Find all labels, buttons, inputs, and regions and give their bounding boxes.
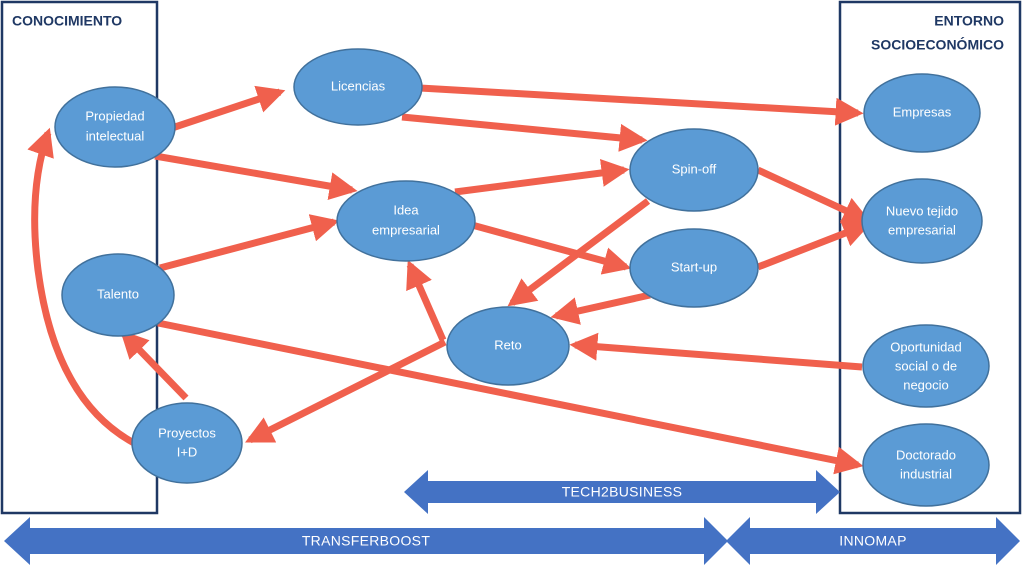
edge-proyectos-propiedad (27, 127, 136, 447)
tech2business-label: TECH2BUSINESS (562, 484, 683, 500)
label-startup: Start-up (671, 259, 717, 274)
edge-spinoff-reto (507, 198, 651, 307)
entorno-title-line2: SOCIOECONÓMICO (871, 36, 1004, 53)
tech2business-arrow (404, 470, 840, 514)
label-reto: Reto (494, 337, 521, 352)
transferboost-label: TRANSFERBOOST (302, 533, 431, 549)
edge-startup-nuevo (756, 220, 872, 271)
node-spin-off[interactable] (629, 128, 759, 212)
node-reto[interactable] (446, 306, 570, 386)
edge-idea-spinoff (454, 159, 630, 196)
edge-propiedad-licencias (170, 85, 286, 132)
label-oportunidad-3: negocio (903, 377, 949, 392)
label-empresas: Empresas (893, 104, 952, 119)
innomap-arrow (726, 517, 1020, 565)
edge-proyectos-talento (120, 329, 189, 401)
label-oportunidad-2: social o de (895, 358, 957, 373)
label-oportunidad-1: Oportunidad (890, 339, 962, 354)
node-oportunidad[interactable] (862, 324, 990, 408)
label-proyectos-1: Proyectos (158, 425, 216, 440)
label-spinoff: Spin-off (672, 161, 717, 176)
label-licencias: Licencias (331, 78, 386, 93)
conocimiento-box (0, 0, 159, 515)
edge-startup-reto (550, 291, 651, 325)
label-idea-1: Idea (393, 202, 419, 217)
edge-licencias-empresas (419, 84, 864, 126)
edge-licencias-spinoff (401, 113, 648, 152)
label-proyectos-2: I+D (177, 444, 198, 459)
node-talento[interactable] (61, 253, 175, 337)
edge-propiedad-idea (154, 152, 358, 200)
label-doctorado-1: Doctorado (896, 447, 956, 462)
conocimiento-title: CONOCIMIENTO (12, 13, 122, 29)
label-propiedad-2: intelectual (86, 128, 145, 143)
node-doctorado[interactable] (862, 423, 990, 507)
edge-idea-startup (471, 221, 632, 275)
node-propiedad-intelectual[interactable] (54, 86, 176, 168)
node-empresas[interactable] (863, 73, 981, 153)
edge-spinoff-nuevo (756, 166, 872, 224)
edge-oportunidad-reto (569, 332, 863, 371)
edge-reto-proyectos (244, 338, 447, 444)
edge-reto-idea (406, 259, 447, 342)
node-nuevo-tejido[interactable] (861, 178, 983, 264)
label-nuevo-2: empresarial (888, 222, 956, 237)
label-doctorado-2: industrial (900, 466, 952, 481)
node-idea-empresarial[interactable] (336, 180, 476, 262)
innomap-label: INNOMAP (839, 533, 906, 549)
node-licencias[interactable] (293, 48, 423, 126)
node-proyectos[interactable] (131, 402, 243, 484)
label-idea-2: empresarial (372, 222, 440, 237)
edge-talento-idea (159, 214, 340, 272)
node-start-up[interactable] (629, 228, 759, 308)
transferboost-arrow (4, 517, 728, 565)
label-talento: Talento (97, 286, 139, 301)
entorno-title-line1: ENTORNO (934, 13, 1004, 29)
label-nuevo-1: Nuevo tejido (886, 203, 958, 218)
entorno-box (838, 0, 1022, 515)
edge-talento-doctorado (157, 319, 864, 475)
label-propiedad-1: Propiedad (85, 108, 144, 123)
